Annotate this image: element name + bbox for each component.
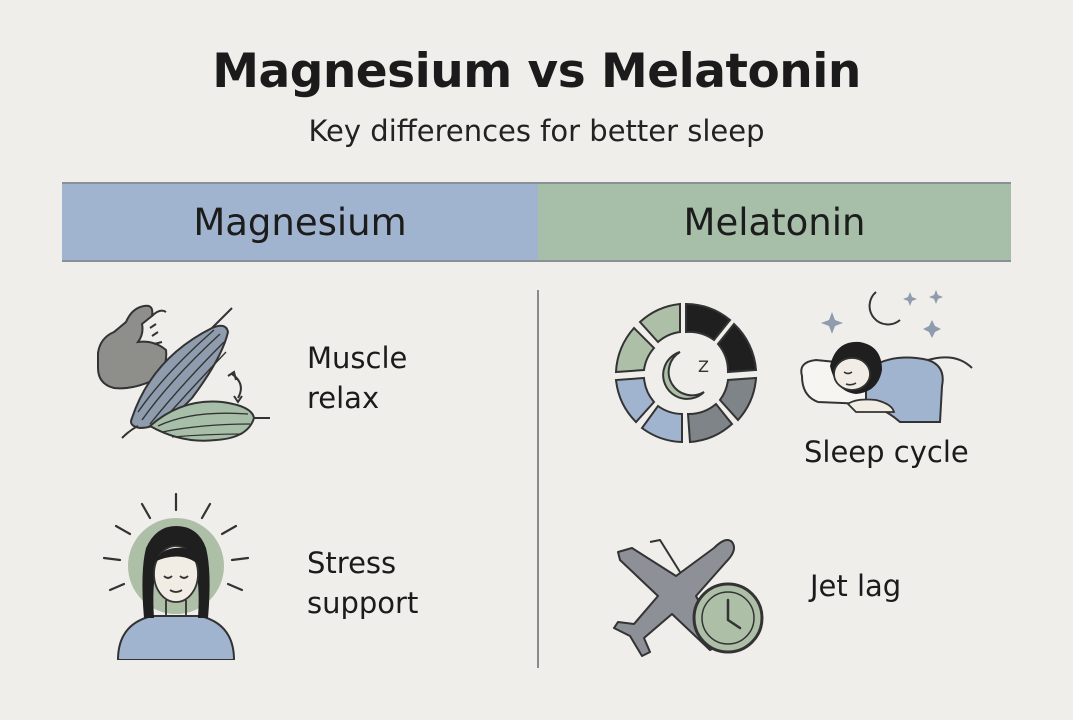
stress-support-label: Stress support [307,543,418,623]
svg-text:Z: Z [698,357,709,376]
page-subtitle: Key differences for better sleep [308,114,765,148]
sleep-cycle-label: Sleep cycle [804,435,969,469]
muscle-relax-line1: Muscle [307,341,408,375]
sleeping-person-icon [800,290,973,423]
sleep-cycle-icon: Z [614,302,758,444]
stress-support-line1: Stress [307,546,397,580]
jet-lag-label: Jet lag [810,569,902,603]
airplane-clock-icon [613,539,764,657]
column-divider [537,290,539,668]
melatonin-header-label: Melatonin [683,200,866,244]
melatonin-header: Melatonin [538,182,1011,262]
stress-support-line2: support [307,586,419,620]
page-title: Magnesium vs Melatonin [212,44,861,99]
muscle-relax-label: Muscle relax [307,338,407,418]
magnesium-header: Magnesium [62,182,538,262]
muscle-relax-line2: relax [307,381,380,415]
muscle-icon [97,304,270,442]
magnesium-header-label: Magnesium [193,200,407,244]
calm-person-icon [102,492,250,660]
